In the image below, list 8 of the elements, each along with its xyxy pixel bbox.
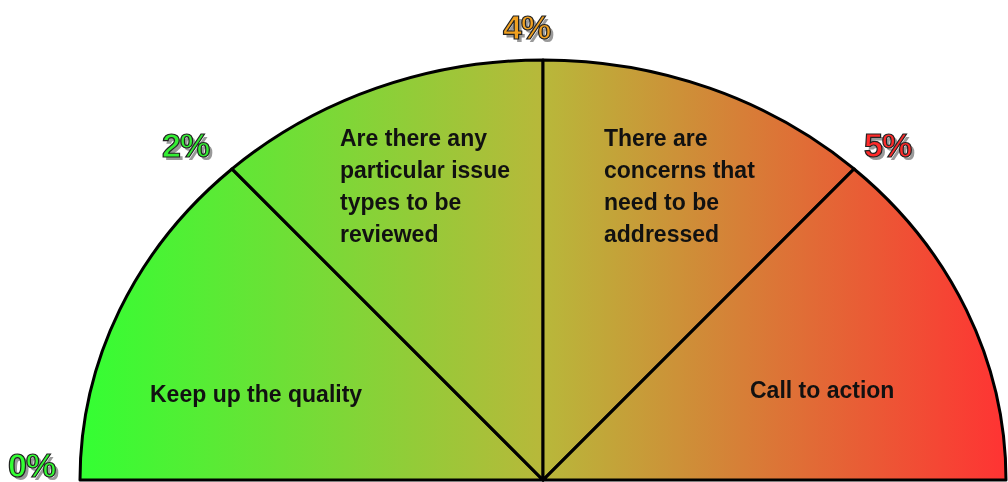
threshold-label: 5% xyxy=(864,126,912,165)
sector-label: Call to action xyxy=(750,376,896,405)
sector-label: Keep up the quality xyxy=(150,380,364,409)
threshold-label: 2% xyxy=(162,126,210,165)
sector-label: Are there any particular issue types to be reviewed xyxy=(340,124,511,249)
threshold-label: 0% xyxy=(8,446,56,482)
threshold-label: 4% xyxy=(503,8,551,47)
sector-label: There are concerns that need to be addressed xyxy=(604,124,756,249)
